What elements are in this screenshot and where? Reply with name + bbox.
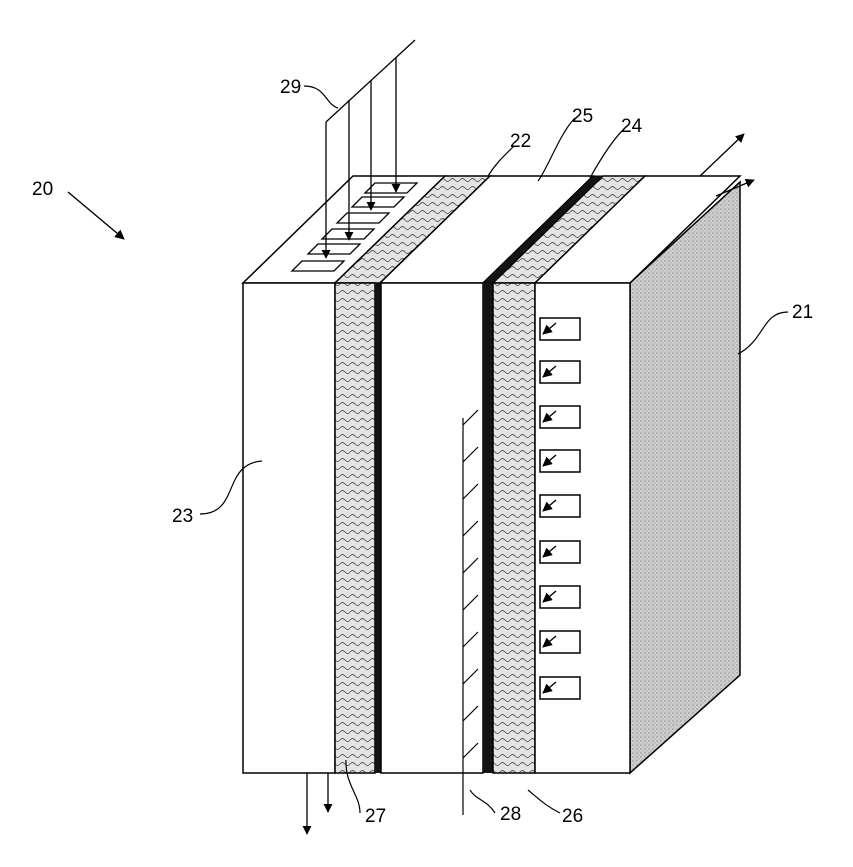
plate-23-front	[243, 283, 335, 773]
ref-label-25: 25	[572, 106, 593, 127]
diffusion-layer-27	[335, 283, 375, 773]
end-plate-side-face	[630, 182, 740, 773]
ref-label-24: 24	[621, 116, 643, 137]
ref-label-20: 20	[32, 179, 53, 200]
electrolyte-22-front	[381, 283, 483, 773]
exhaust-arrows-bottom	[307, 773, 328, 834]
ref-label-22: 22	[510, 131, 531, 152]
ref-label-26: 26	[562, 806, 583, 827]
ref-label-27: 27	[365, 806, 386, 827]
ref-label-29: 29	[280, 77, 301, 98]
membrane-25-front	[483, 283, 493, 773]
catalyst-layer-left	[375, 283, 381, 773]
ref-label-28: 28	[500, 804, 521, 825]
assembly-pointer-arrow	[68, 192, 124, 239]
ref-label-21: 21	[792, 302, 813, 323]
diffusion-layer-26	[493, 283, 535, 773]
ref-label-23: 23	[172, 506, 193, 527]
